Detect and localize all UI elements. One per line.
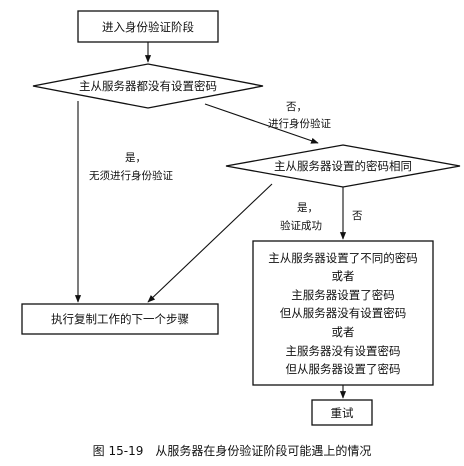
decision-same-password-text: 主从服务器设置的密码相同 — [274, 159, 412, 173]
label-same-yes-line1: 是， — [297, 202, 318, 214]
mismatch-line-5: 或者 — [332, 325, 355, 339]
decision-no-password — [32, 63, 264, 109]
label-no-password-yes-line2: 无须进行身份验证 — [89, 169, 173, 182]
mismatch-line-1: 主从服务器设置了不同的密码 — [268, 251, 418, 265]
start-text: 进入身份验证阶段 — [102, 20, 194, 34]
label-no-password-yes-line1: 是， — [125, 152, 146, 164]
start-box — [77, 10, 219, 43]
retry-box — [311, 399, 373, 426]
mismatch-line-3: 主服务器设置了密码 — [291, 288, 395, 302]
label-same-yes-line2: 验证成功 — [280, 219, 322, 232]
mismatch-box — [252, 240, 434, 386]
next-step-box — [21, 303, 219, 335]
decision-same-password — [225, 144, 461, 188]
label-same-no: 否 — [352, 210, 363, 222]
label-no-password-no-line1: 否， — [286, 101, 307, 113]
next-step-text: 执行复制工作的下一个步骤 — [51, 312, 189, 326]
retry-text: 重试 — [331, 406, 354, 420]
decision-no-password-text: 主从服务器都没有设置密码 — [79, 79, 217, 93]
mismatch-line-7: 但从服务器设置了密码 — [286, 362, 401, 376]
arrow-check2-to-next-step — [147, 183, 273, 303]
mismatch-line-2: 或者 — [332, 269, 355, 283]
figure-caption: 图 15-19 从服务器在身份验证阶段可能遇上的情况 — [93, 443, 372, 458]
arrow-check1-to-check2 — [204, 103, 319, 144]
mismatch-line-4: 但从服务器没有设置密码 — [280, 306, 407, 320]
label-no-password-no-line2: 进行身份验证 — [268, 117, 331, 130]
mismatch-line-6: 主服务器没有设置密码 — [286, 344, 401, 358]
